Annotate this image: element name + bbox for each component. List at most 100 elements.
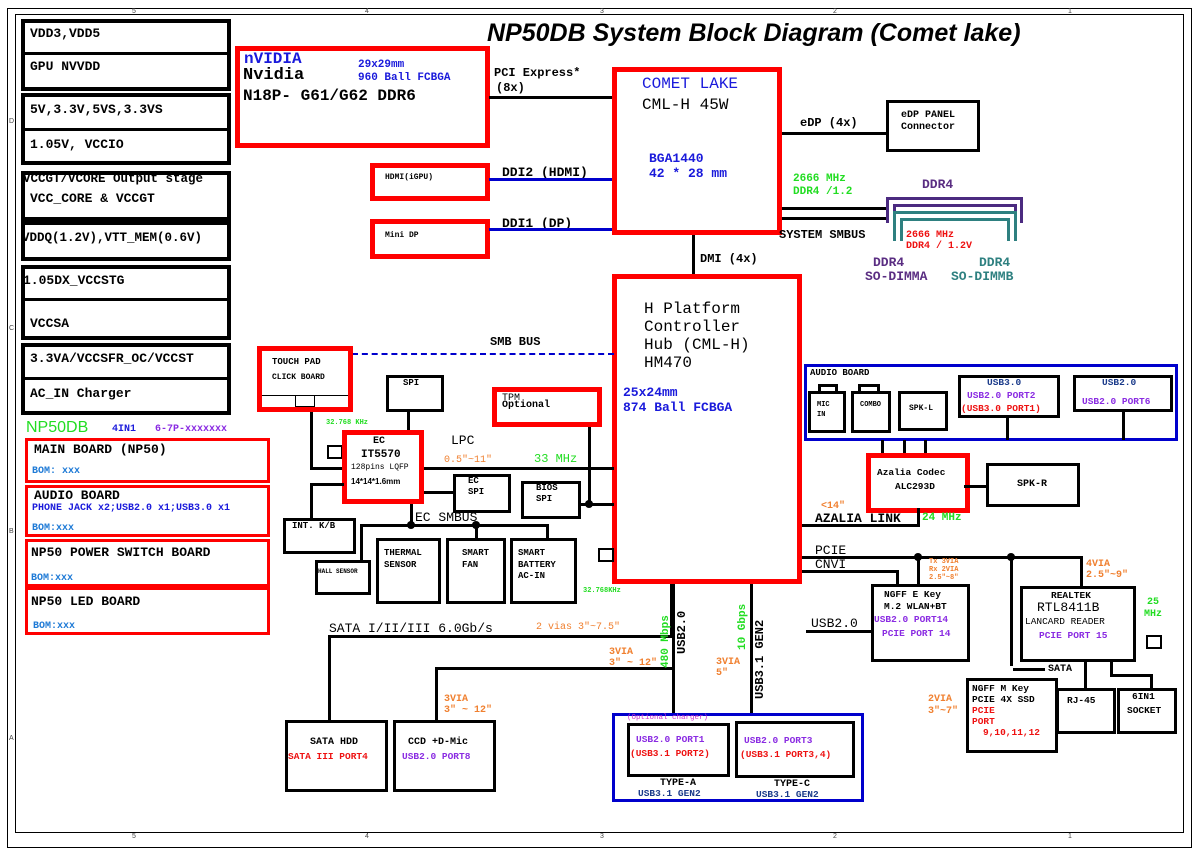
mem-ddr4-label: DDR4: [922, 177, 954, 192]
thermal-label: SENSOR: [384, 560, 417, 570]
type-a-port: USB2.0 PORT1: [636, 734, 705, 745]
ec-size: 14*14*1.6mm: [351, 477, 401, 486]
zone-tick: 4: [365, 8, 369, 15]
minidp-label: Mini DP: [385, 231, 419, 240]
ccd-line: [435, 667, 675, 670]
lan-label: REALTEK: [1051, 590, 1091, 601]
smb-bus-label: SMB BUS: [490, 335, 541, 349]
touchpad-block: TOUCH PAD CLICK BOARD: [257, 346, 353, 412]
cpu-block: COMET LAKE CML-H 45W BGA1440 42 * 28 mm: [612, 67, 782, 235]
board-bom: BOM:xxx: [33, 621, 76, 632]
usb2-label: USB2.0: [675, 610, 689, 654]
ec-spi-line: [424, 491, 454, 494]
type-c-port: USB2.0 PORT3: [744, 735, 813, 746]
ccd-via: 3VIA: [444, 694, 469, 705]
codec-block: Azalia Codec ALC293D: [866, 453, 970, 513]
usb20-port: USB2.0 PORT6: [1082, 396, 1151, 407]
touchpad-label: TOUCH PAD: [272, 357, 321, 367]
usb30-audio-block: USB3.0 USB2.0 PORT2 (USB3.0 PORT1): [958, 375, 1060, 418]
lan-socket-line: [1110, 662, 1113, 676]
usb30-port: USB2.0 PORT2: [967, 390, 1036, 401]
mem-speed: 2666 MHz: [793, 173, 846, 185]
ec-kb-line: [310, 483, 313, 521]
ec-spi-block: EC SPI: [453, 474, 511, 513]
type-a-label: TYPE-A: [660, 778, 697, 789]
zone-tick: B: [9, 528, 14, 535]
rtc-clock-label: 32.768 KHz: [326, 419, 369, 427]
mem-spec: DDR4 /1.2: [793, 186, 853, 198]
usb30-port: (USB3.0 PORT1): [961, 403, 1041, 414]
usb-type-a-block: USB2.0 PORT1 (USB3.1 PORT2): [627, 723, 730, 777]
pcie-link-label: PCI Express*: [494, 66, 581, 80]
bios-spi-block: BIOS SPI: [521, 481, 581, 519]
smart-fan-block: SMART FAN: [446, 538, 506, 604]
codec-jack-line: [924, 440, 927, 456]
usb31-line: [750, 584, 753, 714]
type-c-label: TYPE-C: [774, 779, 811, 790]
edp-line: [782, 132, 887, 135]
gpu-size: 29x29mm: [358, 59, 405, 71]
sata-label: SATA I/II/III 6.0Gb/s: [329, 621, 493, 636]
wlan-port: USB2.0 PORT14: [874, 614, 949, 625]
pcie-ssd-line: [1010, 556, 1013, 666]
pch-name: Controller: [644, 318, 741, 336]
socket-label: 6IN1: [1132, 691, 1155, 702]
usb-optional-label: (Optional charger): [627, 714, 709, 722]
junction-dot: [585, 500, 593, 508]
wlan-port: PCIE PORT 14: [882, 628, 951, 639]
zone-tick: 1: [1068, 833, 1072, 840]
usb31-length: 5": [716, 668, 729, 679]
usb2-via: 3VIA: [609, 647, 634, 658]
pcie-right-line: [802, 556, 1022, 559]
codec-spk-line: [964, 485, 988, 488]
wlan-tx: Tx 3VIA: [929, 558, 959, 566]
hdd-port: SATA III PORT4: [288, 751, 368, 762]
ec-spi-label: SPI: [468, 487, 485, 497]
lan-socket-line: [1110, 674, 1152, 677]
usb20-audio-block: USB2.0 USB2.0 PORT6: [1073, 375, 1173, 412]
ssd-label: PCIE 4X SSD: [972, 694, 1035, 705]
power-rail: GPU NVVDD: [30, 59, 101, 74]
battery-label: BATTERY: [518, 560, 556, 570]
codec-jack-line: [881, 440, 884, 456]
lan-length: 2.5"~9": [1086, 570, 1129, 581]
spk-l-label: SPK-L: [909, 404, 934, 413]
battery-label: AC-IN: [518, 571, 546, 581]
hdmi-block: HDMI(iGPU): [370, 163, 490, 201]
board-title: NP50 POWER SWITCH BOARD: [31, 545, 211, 560]
zone-tick: A: [9, 735, 14, 742]
divider: [21, 52, 231, 55]
diagram-title: NP50DB System Block Diagram (Comet lake): [487, 19, 1021, 47]
dimm-b-label: DDR4: [979, 255, 1011, 270]
spi-block: SPI: [386, 375, 444, 412]
type-c-sub: USB3.1 GEN2: [756, 789, 819, 800]
wlan-length: 2.5"~8": [929, 574, 959, 582]
ec-block: EC IT5570 128pins LQFP 14*14*1.6mm: [342, 430, 424, 504]
board-pn: 6-7P-xxxxxxx: [155, 424, 228, 435]
usb31-label: USB3.1 GEN2: [753, 619, 767, 699]
usb2-length: 3" ~ 12": [609, 658, 658, 669]
fan-label: FAN: [462, 560, 479, 570]
pcie-lan-line: [1020, 556, 1082, 559]
power-rail: VCC_CORE & VCCGT: [30, 191, 155, 206]
divider: [21, 298, 231, 301]
power-rail: 1.05V, VCCIO: [30, 137, 124, 152]
ec-smbus-fan: [475, 524, 478, 540]
sata-hdd-line: [328, 635, 331, 722]
lan-port: PCIE PORT 15: [1039, 630, 1108, 641]
gpu-line2: Nvidia: [243, 66, 305, 85]
zone-tick: 4: [365, 833, 369, 840]
audio-board-group: [804, 364, 1178, 441]
mic-jack-tab: [818, 384, 838, 393]
touchpad-ec-line: [310, 467, 344, 470]
lan-rj45-line: [1084, 662, 1087, 690]
touchpad-ec-line: [310, 412, 313, 469]
zone-tick: C: [9, 325, 15, 332]
thermal-sensor-block: THERMAL SENSOR: [376, 538, 441, 604]
usb2-speed: 480 Mbps: [660, 615, 672, 668]
ccd-label: CCD +D-Mic: [408, 737, 469, 748]
mem-speed-2: 2666 MHz: [906, 230, 955, 241]
power-rail: 1.05DX_VCCSTG: [23, 273, 125, 288]
zone-tick: 1: [1068, 8, 1072, 15]
power-rail: VDD3,VDD5: [30, 26, 101, 41]
